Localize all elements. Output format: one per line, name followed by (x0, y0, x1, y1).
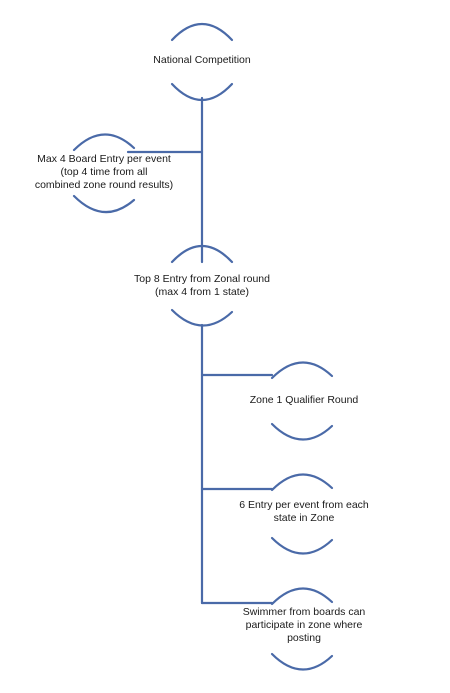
node-board-entry-label: Max 4 Board Entry per event (top 4 time … (14, 153, 194, 192)
node-top8-top-arc (170, 245, 234, 264)
node-boards-swimmer-line-2: participate in zone where (245, 619, 363, 631)
node-zone1-line: Zone 1 Qualifier Round (249, 394, 359, 406)
node-boards-swimmer-top-arc (270, 587, 334, 606)
node-national-top-arc (170, 23, 234, 42)
node-national-bottom-arc (170, 82, 234, 101)
node-top8-label: Top 8 Entry from Zonal round (max 4 from… (112, 273, 292, 299)
node-six-entry-line-2: state in Zone (273, 512, 335, 524)
node-six-entry-top-arc (270, 473, 334, 492)
node-board-entry-line-2: (top 4 time from all (60, 166, 148, 178)
node-zone1-top-arc (270, 361, 334, 380)
node-six-entry-line-1: 6 Entry per event from each (239, 499, 369, 511)
node-board-entry-top-arc (72, 133, 136, 152)
node-board-entry-line-3: combined zone round results) (34, 179, 174, 191)
node-boards-swimmer-label: Swimmer from boards can participate in z… (214, 606, 394, 645)
node-national-label: National Competition (112, 54, 292, 67)
node-boards-swimmer-line-1: Swimmer from boards can (242, 606, 366, 618)
node-board-entry-line-1: Max 4 Board Entry per event (37, 153, 171, 165)
node-top8-line-2: (max 4 from 1 state) (155, 286, 249, 298)
node-top8-line-1: Top 8 Entry from Zonal round (134, 273, 270, 285)
node-six-entry-bottom-arc (270, 536, 334, 555)
node-national-line: National Competition (153, 54, 251, 66)
node-boards-swimmer-line-3: posting (287, 632, 321, 644)
node-boards-swimmer-bottom-arc (270, 652, 334, 671)
node-top8-bottom-arc (170, 308, 234, 327)
node-zone1-label: Zone 1 Qualifier Round (214, 394, 394, 407)
node-six-entry-label: 6 Entry per event from each state in Zon… (214, 499, 394, 525)
node-board-entry-bottom-arc (72, 194, 136, 214)
node-zone1-bottom-arc (270, 422, 334, 441)
